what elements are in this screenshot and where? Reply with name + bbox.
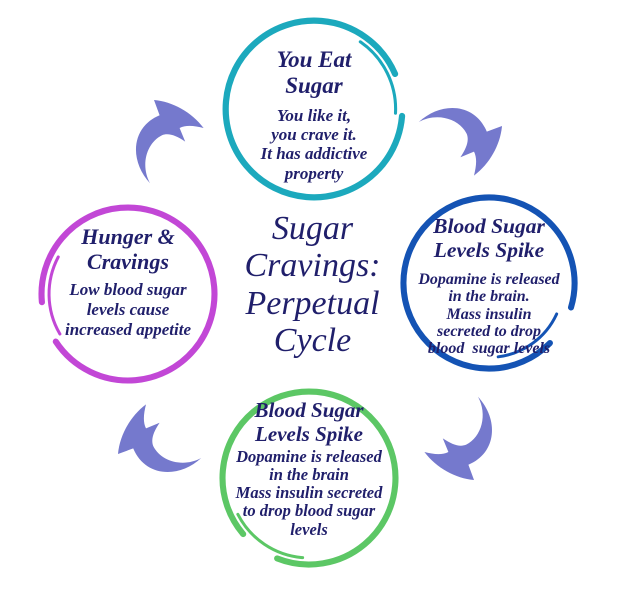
magenta-circle-ring: [38, 204, 218, 384]
teal-circle-ring: [222, 17, 406, 201]
cycle-arrow-top-to-right-icon: [418, 107, 502, 176]
cycle-arrow-right-to-bottom-icon: [424, 396, 492, 480]
cycle-arrow-bottom-to-left-icon: [118, 404, 202, 473]
cycle-arrow-left-to-top-icon: [136, 100, 204, 184]
green-circle-ring: [219, 388, 399, 568]
blue-circle-ring: [400, 194, 578, 372]
node-heading: Hunger &Cravings: [81, 224, 175, 275]
node-body: You like it,you crave it.It has addictiv…: [260, 105, 368, 183]
